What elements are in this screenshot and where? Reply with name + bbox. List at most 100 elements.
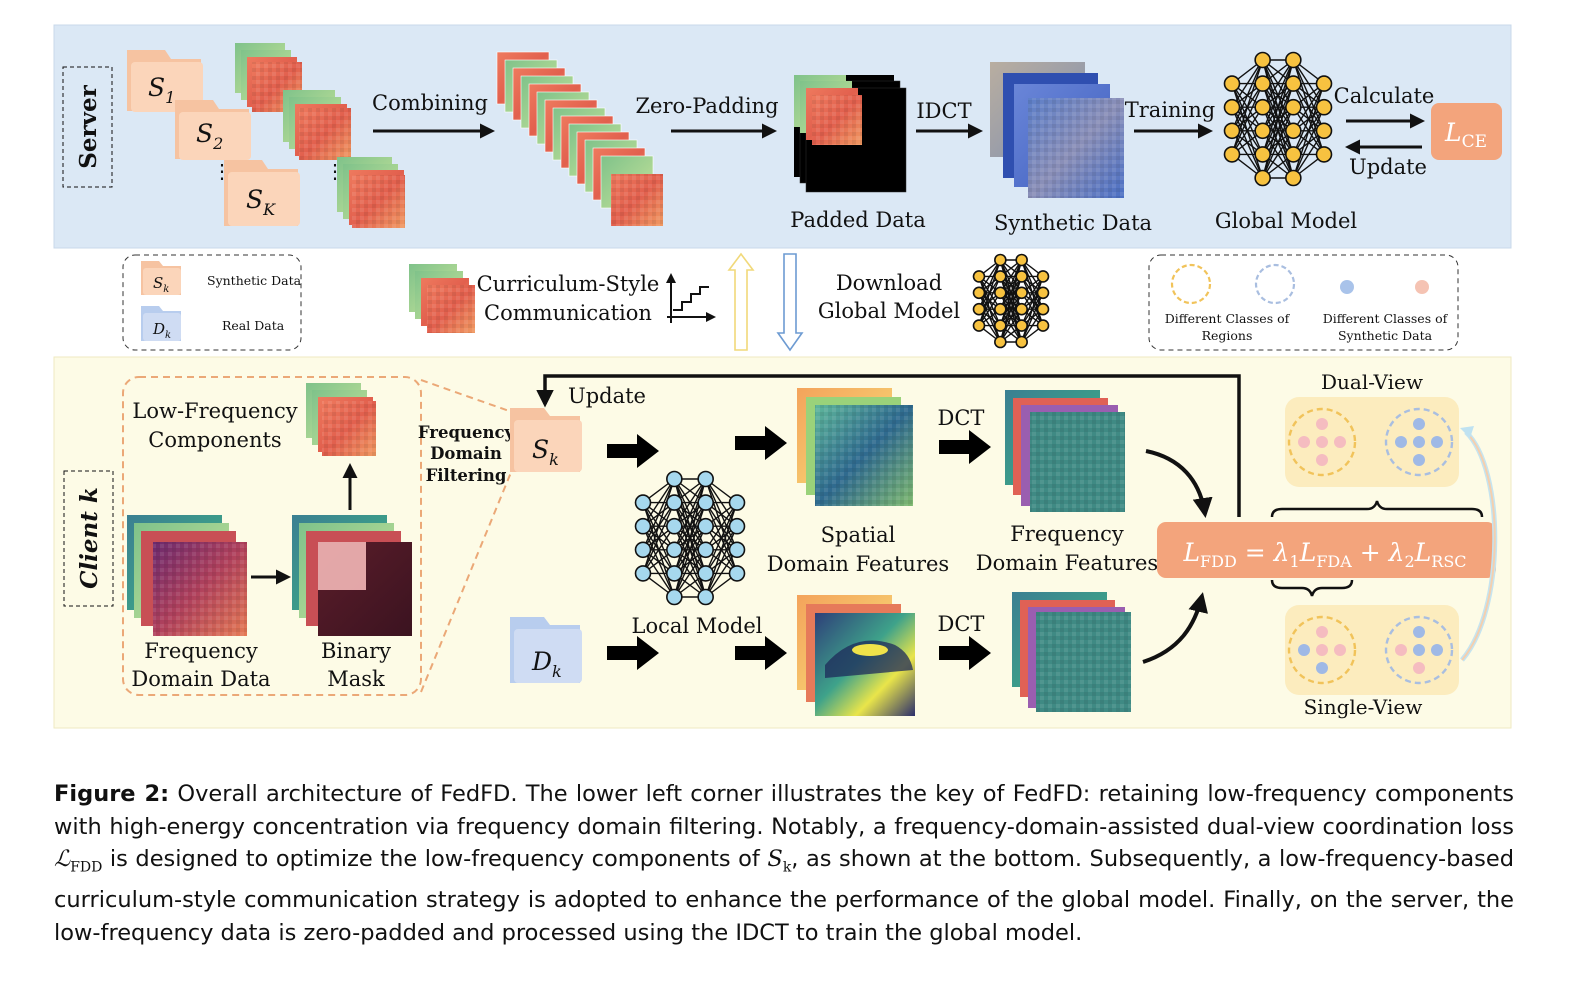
legend-synthetic-blue-dot	[1340, 280, 1354, 294]
network-node	[728, 565, 746, 582]
network-edge	[1292, 130, 1325, 179]
client-update-loop	[536, 374, 1241, 517]
folder-sk-server: SK	[224, 160, 300, 226]
curve-arrow-top	[1145, 449, 1213, 518]
network-node	[634, 494, 652, 511]
network-node	[1315, 122, 1333, 140]
network-edge	[705, 502, 738, 551]
network-edge	[1292, 83, 1325, 179]
filtering-label-line3: Filtering	[426, 466, 507, 485]
frequency-features-stack	[1005, 390, 1125, 512]
legend-synclass-line2: Synthetic Data	[1338, 328, 1433, 343]
dual-view-clusters	[1287, 407, 1454, 477]
network-node	[728, 494, 746, 511]
caption-label: Figure 2:	[54, 781, 170, 807]
network-edge	[978, 276, 1001, 326]
block-arrow-sk	[607, 434, 659, 468]
network-node	[697, 494, 714, 511]
network-edge	[642, 478, 675, 551]
network-node	[994, 335, 1007, 349]
zoom-line-top	[420, 379, 513, 413]
network-node	[666, 541, 683, 559]
class-dot	[1413, 626, 1425, 638]
padded-data-label: Padded Data	[790, 208, 925, 232]
network-node	[1254, 51, 1271, 69]
global-model-label: Global Model	[1215, 209, 1358, 233]
legend-sk-folder: Sk	[141, 261, 181, 295]
network-edge	[1292, 83, 1325, 132]
network-node	[994, 270, 1007, 283]
loss-fdd-box	[1157, 522, 1496, 578]
class-dot	[1413, 418, 1425, 430]
caption-part2: is designed to optimize the low-frequenc…	[109, 846, 760, 872]
class-dot	[1413, 454, 1425, 466]
single-to-dual-arrow-inner	[1461, 431, 1496, 661]
caption-part3: , as shown at the bottom. Subsequently, …	[54, 846, 1515, 946]
network-node	[1015, 286, 1028, 300]
network-edge	[673, 525, 707, 598]
caption-sk-symbol: Sk	[767, 846, 792, 876]
single-view-label: Single-View	[1304, 695, 1423, 719]
network-node	[1285, 169, 1302, 187]
network-node	[666, 517, 683, 535]
network-edge	[1262, 130, 1294, 179]
network-node	[1015, 253, 1028, 267]
filtering-label-line2: Domain	[430, 444, 502, 463]
network-node	[1254, 75, 1271, 92]
network-node	[1036, 302, 1050, 316]
network-edge	[1231, 59, 1264, 132]
network-node	[1223, 122, 1241, 140]
network-node	[1285, 75, 1302, 92]
network-edge	[705, 502, 738, 598]
network-edge	[978, 259, 1001, 326]
client-label-box	[63, 470, 114, 607]
region-circle	[1287, 615, 1357, 685]
freq-data-label-line1: Frequency	[144, 639, 258, 663]
staircase-icon	[666, 273, 716, 323]
block-arrow-model-bottom	[735, 636, 787, 670]
network-node	[972, 270, 986, 283]
network-edge	[1262, 59, 1294, 132]
patch-stack-1	[235, 43, 302, 112]
network-node	[1315, 75, 1333, 92]
figure-caption: Figure 2: Overall architecture of FedFD.…	[54, 778, 1514, 949]
network-edge	[642, 478, 675, 574]
network-edge	[999, 276, 1023, 343]
zero-padding-label: Zero-Padding	[635, 94, 778, 118]
client-update-label: Update	[568, 384, 646, 408]
network-node	[1036, 286, 1050, 300]
network-edge	[1021, 292, 1044, 343]
network-node	[728, 541, 746, 559]
legend-synthetic-pink-dot	[1415, 280, 1429, 294]
class-dot	[1413, 436, 1425, 448]
client-label: Client k	[76, 487, 103, 589]
svg-text:Sk: Sk	[532, 435, 559, 469]
class-dot	[1413, 662, 1425, 674]
calculate-label: Calculate	[1334, 84, 1435, 108]
network-node	[666, 470, 683, 488]
network-node	[697, 541, 714, 559]
zoom-line-bottom	[420, 469, 513, 693]
class-dot	[1413, 644, 1425, 656]
network-node	[994, 253, 1007, 267]
svg-text:Dk: Dk	[152, 320, 171, 341]
network-node	[666, 494, 683, 511]
loss-ce-box	[1431, 103, 1502, 160]
network-node	[1315, 98, 1333, 116]
single-to-dual-arrowhead	[1460, 426, 1474, 438]
dct-top-label: DCT	[938, 406, 985, 430]
svg-text:SK: SK	[246, 185, 276, 219]
patch-stack-2	[283, 90, 351, 160]
network-edge	[673, 478, 707, 527]
network-edge	[1021, 276, 1044, 310]
network-edge	[705, 525, 738, 598]
download-label-line1: Download	[836, 271, 942, 295]
svg-text:S1: S1	[148, 73, 175, 107]
block-arrow-model-top	[735, 426, 787, 460]
lowfreq-label-line1: Low-Frequency	[132, 399, 297, 423]
network-node	[1285, 146, 1302, 163]
network-edge	[978, 259, 1001, 310]
network-node	[1285, 122, 1302, 140]
network-node	[1223, 75, 1241, 92]
network-edge	[1021, 276, 1044, 326]
